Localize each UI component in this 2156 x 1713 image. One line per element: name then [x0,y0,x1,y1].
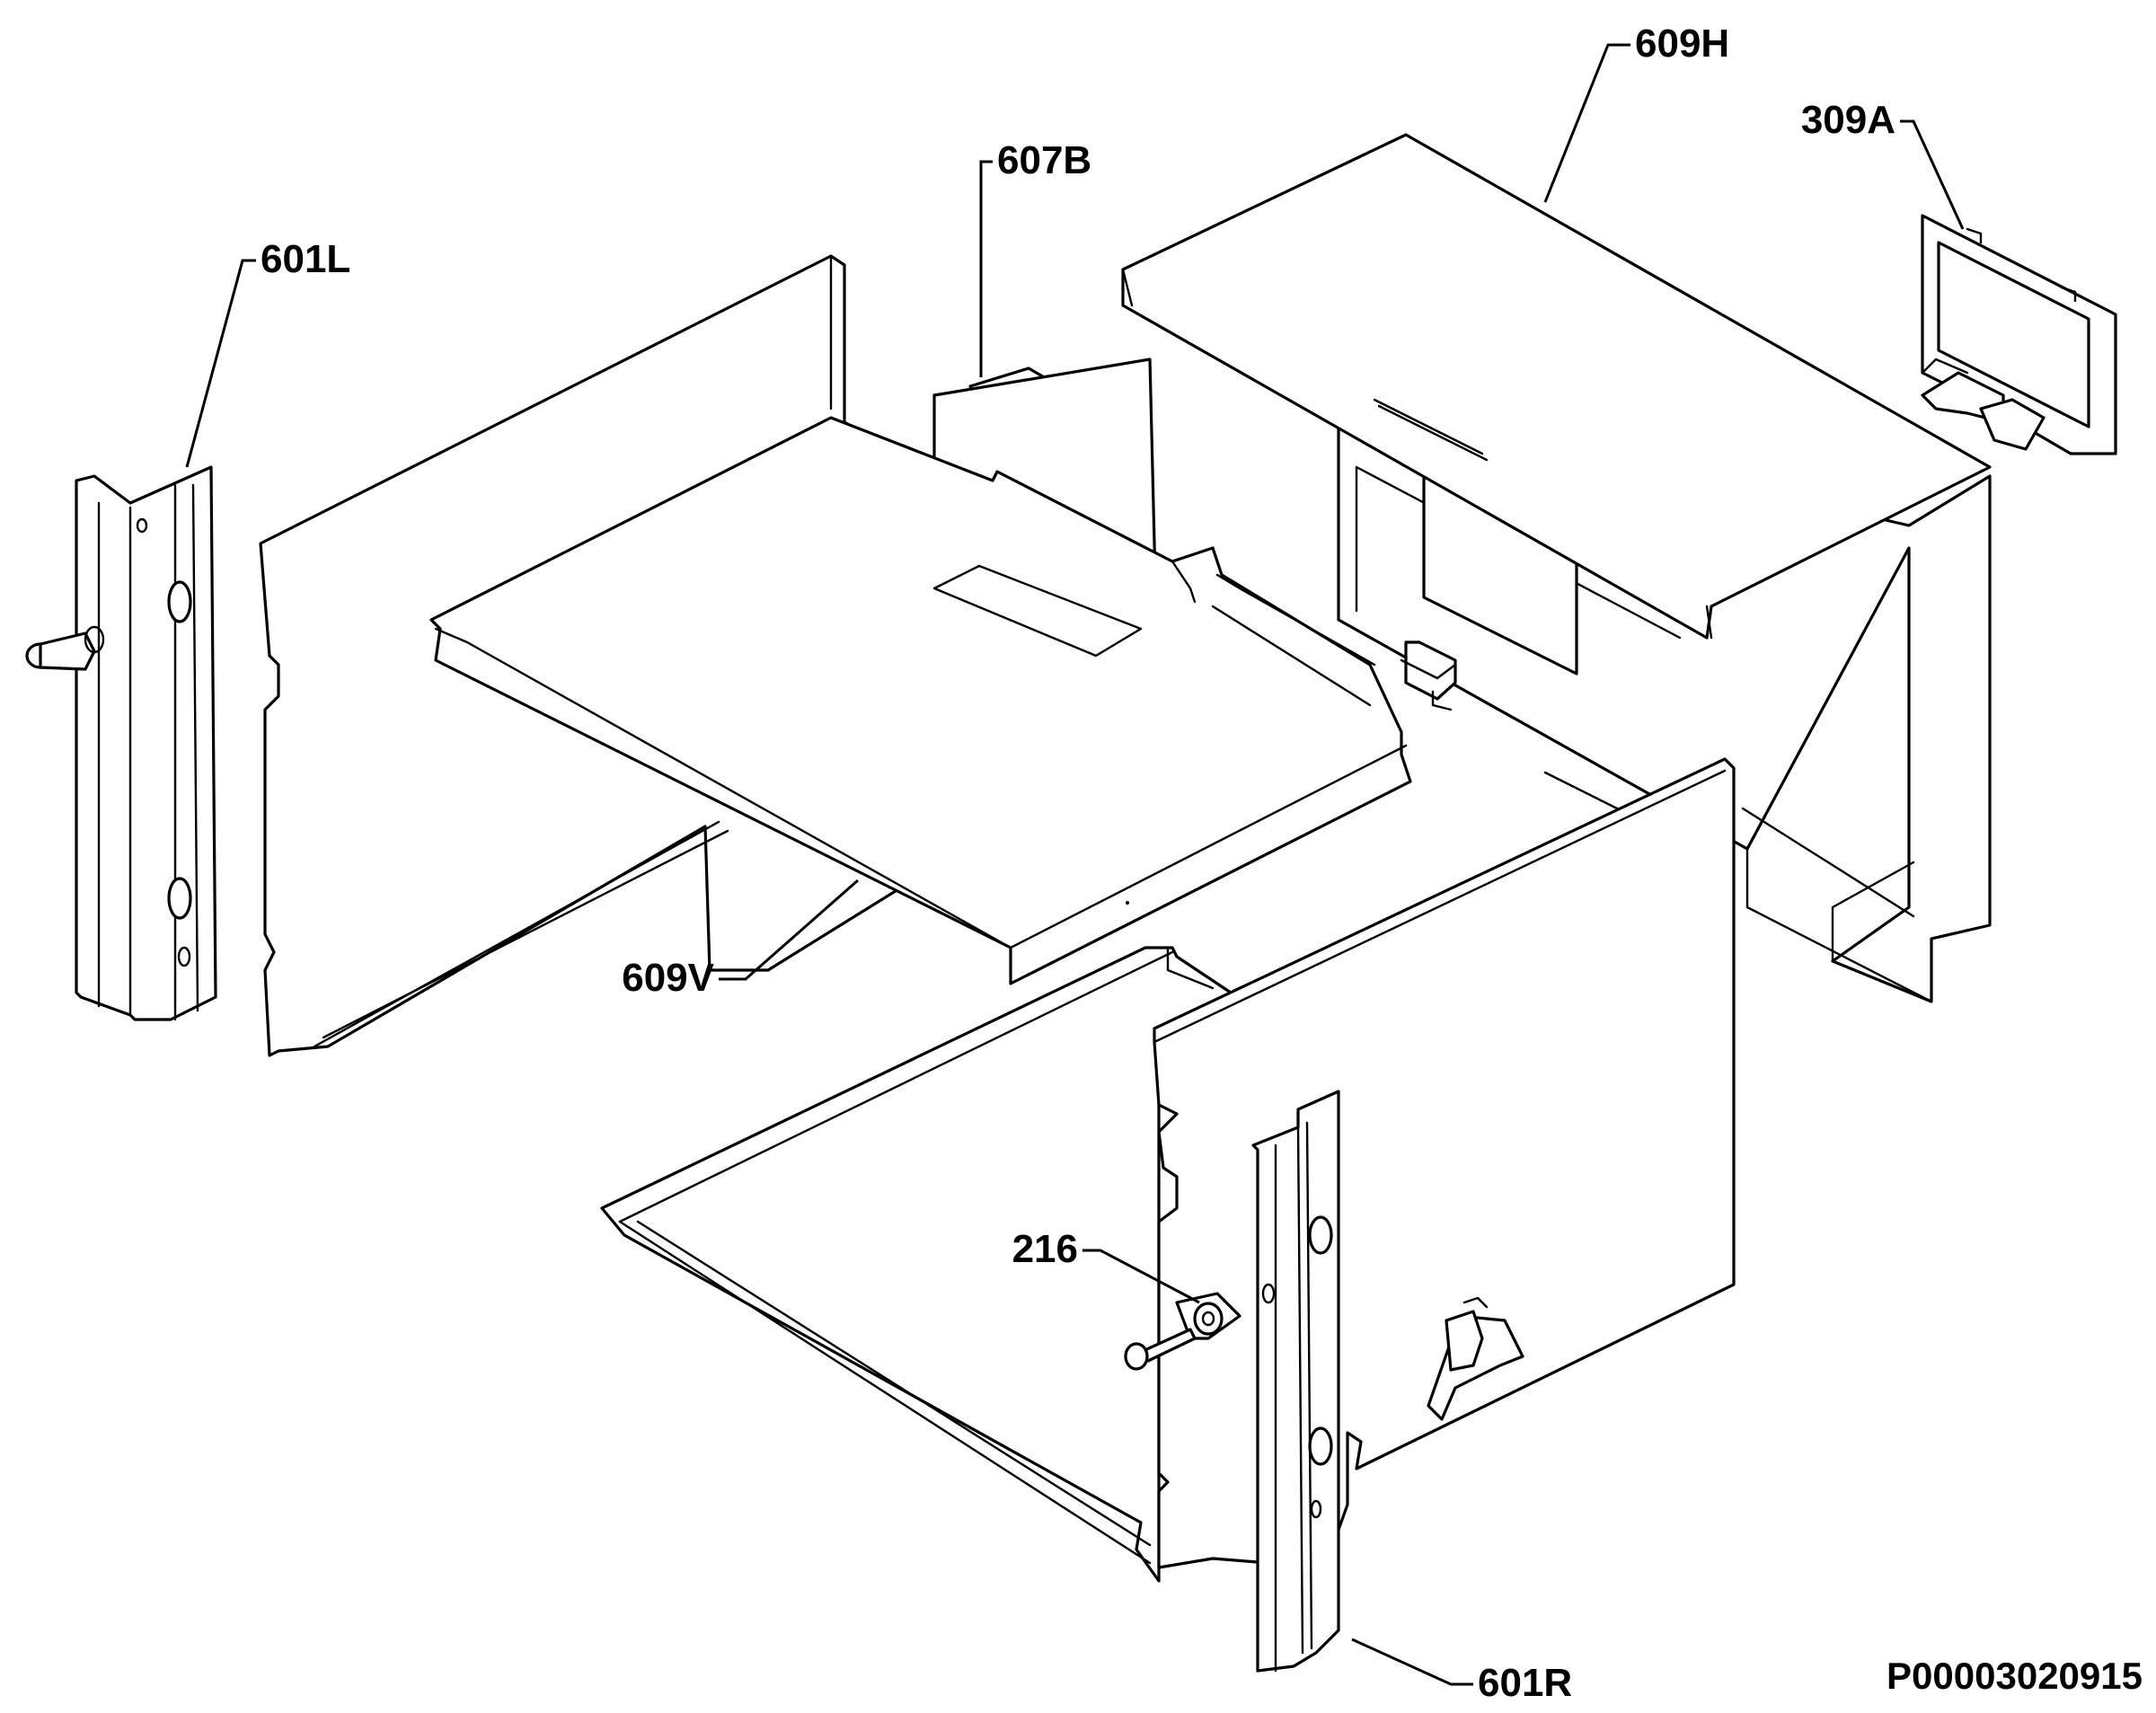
callout-609H: 609H [1635,22,1729,66]
fastener-216 [1124,1292,1241,1371]
callout-601R: 601R [1478,1661,1572,1705]
floor-panel-609V [429,416,1412,985]
callout-309A: 309A [1801,98,1895,142]
rear-housing [1337,407,1992,1003]
rail-601L [25,465,217,1021]
callout-607B: 607B [997,138,1091,182]
rail-601R [1251,1090,1340,1673]
callout-609V: 609V [622,956,714,1000]
top-panel-609H [1121,133,1992,640]
callout-216: 216 [1012,1227,1078,1271]
callout-leaders [185,43,1965,1686]
callout-labels: 601L 607B 609H 309A 609V 216 601R P00003… [261,22,2143,1705]
callout-601L: 601L [261,237,350,281]
drawing-number: P00003020915 [1886,1655,2143,1697]
component-309A [1921,214,2117,455]
front-bottom-panel [600,946,1250,1583]
right-side-wall [1153,757,1736,1569]
